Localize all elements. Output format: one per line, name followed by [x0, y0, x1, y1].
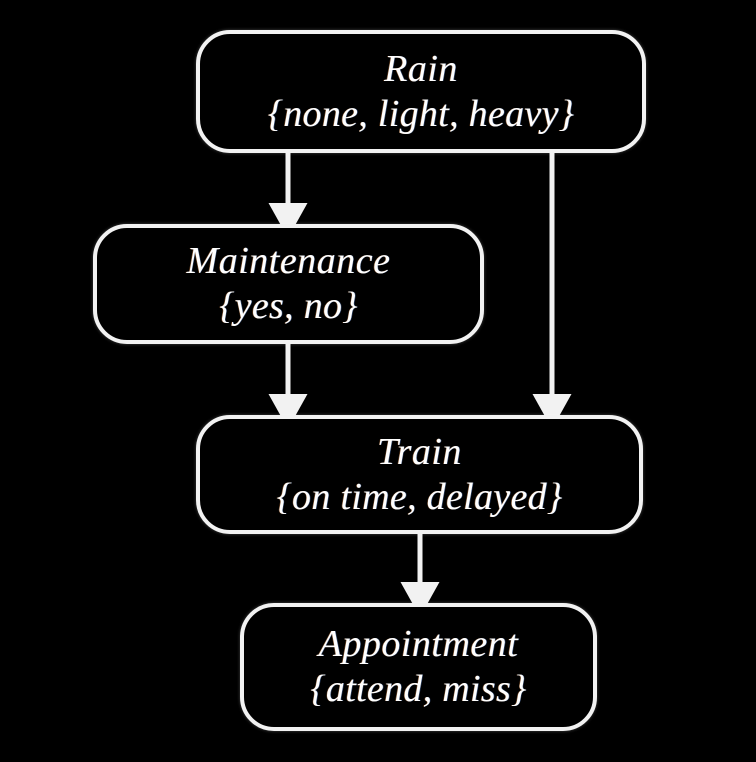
node-appointment[interactable]: Appointment {attend, miss} — [240, 603, 597, 731]
node-rain[interactable]: Rain {none, light, heavy} — [196, 30, 646, 153]
node-maintenance-title: Maintenance — [186, 240, 391, 283]
node-train-states: {on time, delayed} — [276, 475, 563, 518]
node-train-title: Train — [377, 430, 462, 473]
node-appointment-states: {attend, miss} — [310, 668, 527, 710]
node-maintenance-states: {yes, no} — [219, 285, 358, 327]
node-rain-states: {none, light, heavy} — [267, 92, 575, 135]
node-train[interactable]: Train {on time, delayed} — [196, 415, 643, 534]
node-appointment-title: Appointment — [318, 623, 519, 666]
node-maintenance[interactable]: Maintenance {yes, no} — [93, 224, 484, 344]
node-rain-title: Rain — [384, 47, 458, 90]
